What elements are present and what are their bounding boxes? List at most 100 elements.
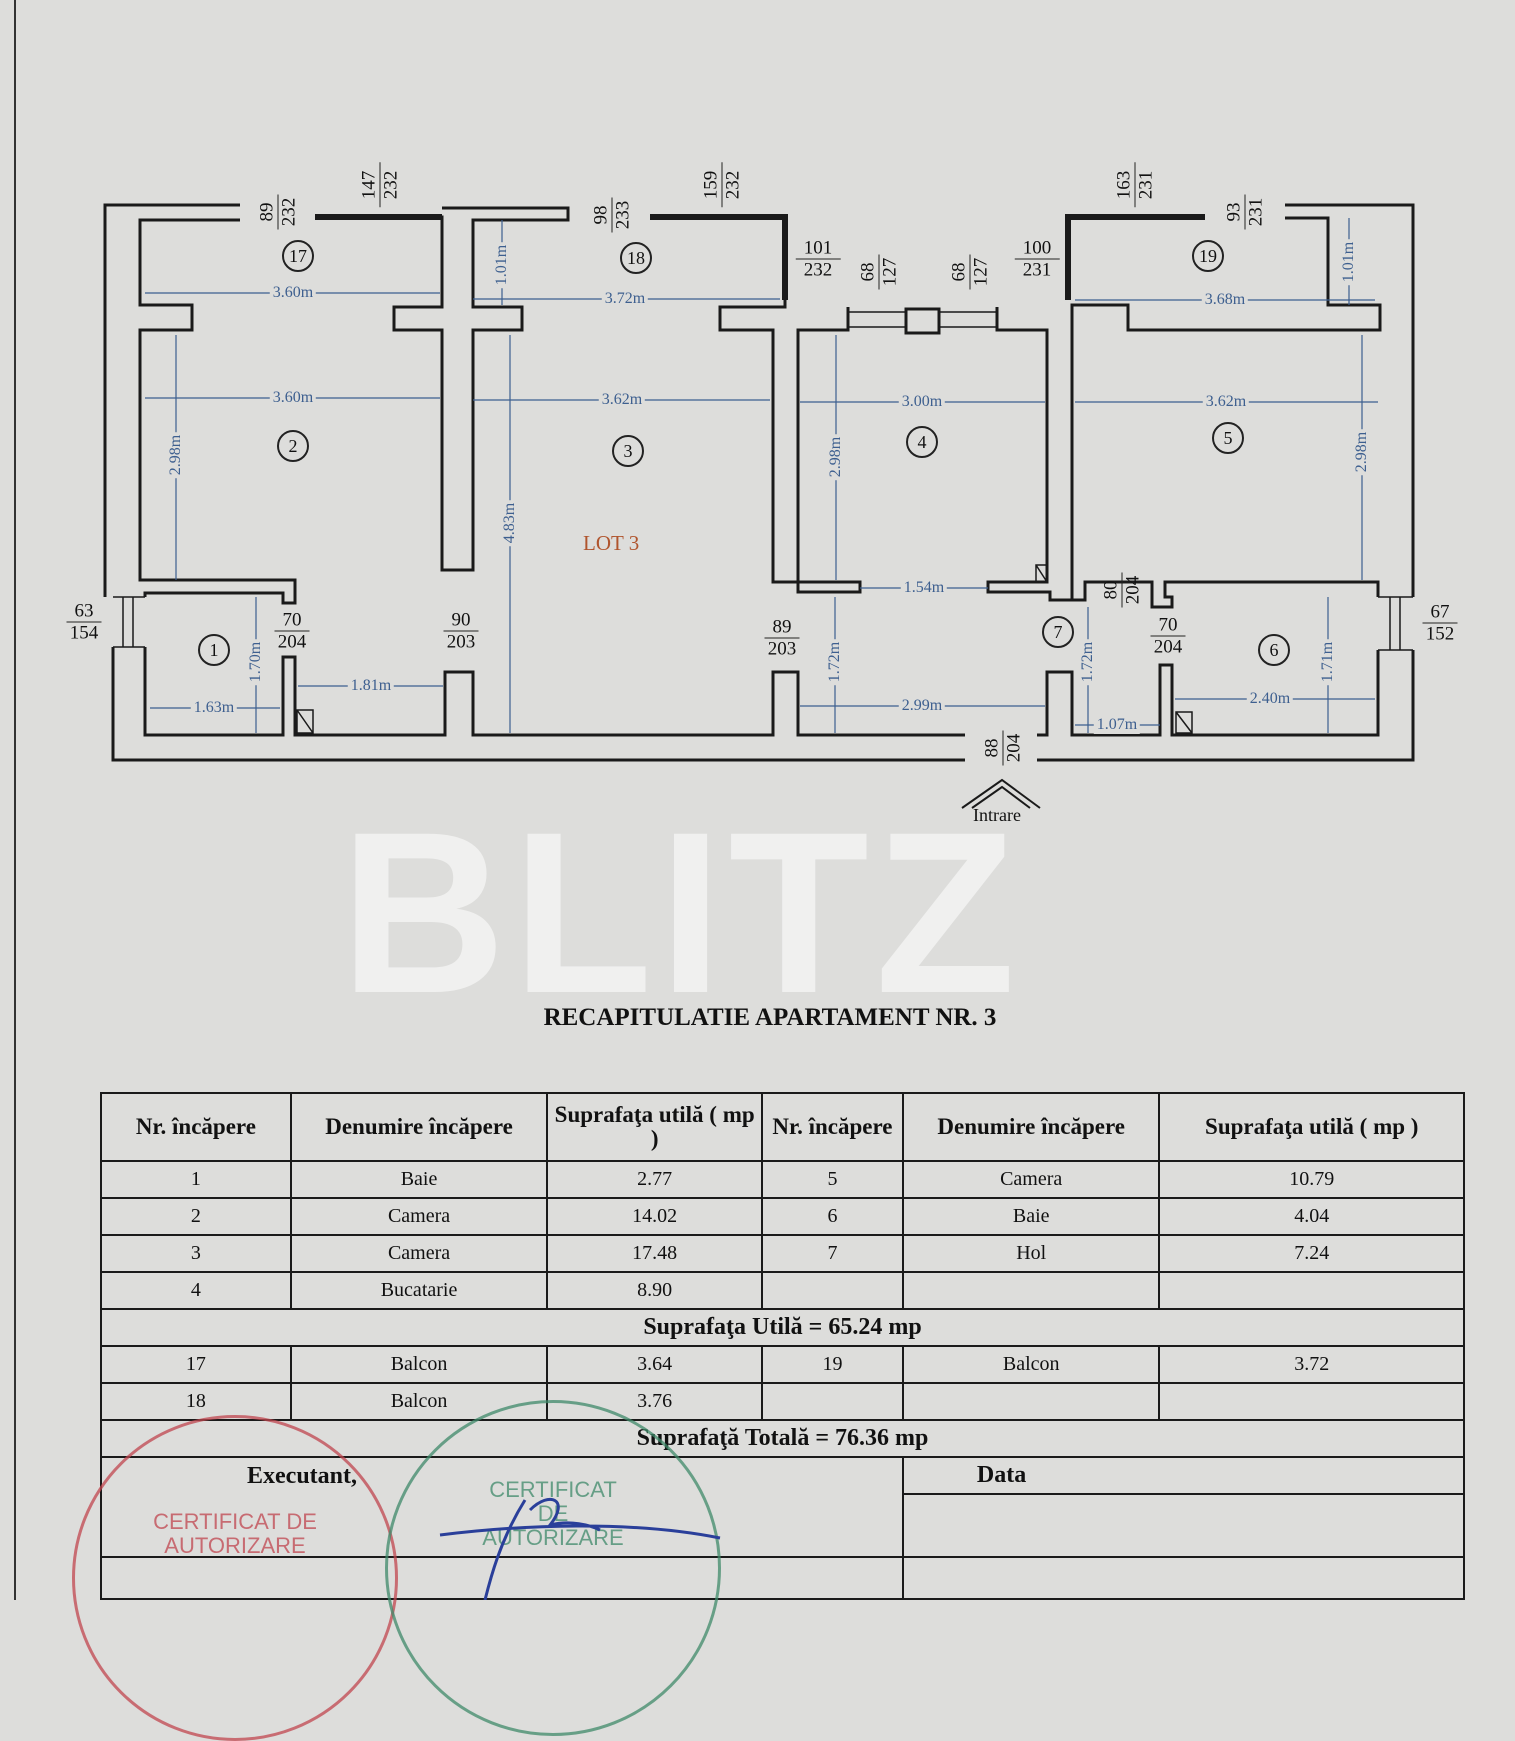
dimension-label: 2.99m: [898, 697, 946, 715]
room-marker: 7: [1042, 616, 1074, 648]
outer-wall: [103, 203, 1415, 762]
dimension-label: 1.81m: [347, 677, 395, 695]
dimension-label: 2.40m: [1246, 690, 1294, 708]
room-marker: 19: [1192, 240, 1224, 272]
table-cell: 1: [100, 1160, 292, 1199]
table-cell: 7.24: [1158, 1234, 1465, 1273]
dimension-label: 3.62m: [1202, 393, 1250, 411]
table-cell: Baie: [289, 1160, 549, 1199]
table-cell: Nr. încăpere: [100, 1092, 292, 1162]
dimension-label: 2.98m: [167, 431, 185, 479]
room-marker: 3: [612, 435, 644, 467]
table-cell: 5: [761, 1160, 904, 1199]
dimension-label: 1.72m: [826, 638, 844, 686]
dimension-label: 1.71m: [1319, 638, 1337, 686]
room-marker: 5: [1212, 422, 1244, 454]
inner-wall-left: [138, 218, 965, 737]
table-cell: 18: [100, 1382, 292, 1421]
room-marker: 4: [906, 426, 938, 458]
room-marker: 2: [277, 430, 309, 462]
table-cell: Denumire încăpere: [901, 1092, 1161, 1162]
table-cell: 8.90: [546, 1271, 764, 1310]
table-cell: [761, 1382, 904, 1421]
table-cell: [901, 1556, 1466, 1600]
table-cell: Suprafaţa utilă ( mp ): [1158, 1092, 1465, 1162]
table-cell: 3.64: [546, 1345, 764, 1384]
table-cell: [901, 1382, 1161, 1421]
table-cell: [1158, 1382, 1465, 1421]
watermark: BLITZ: [340, 784, 1022, 1041]
dimension-label: 3.00m: [898, 393, 946, 411]
table-cell: Camera: [289, 1197, 549, 1236]
dimension-label: 1.01m: [1340, 238, 1358, 286]
table-cell: 2.77: [546, 1160, 764, 1199]
dimension-label: 3.60m: [269, 389, 317, 407]
table-cell: 14.02: [546, 1197, 764, 1236]
dimension-label: 2.98m: [1353, 428, 1371, 476]
table-cell: Hol: [901, 1234, 1161, 1273]
table-cell: Baie: [901, 1197, 1161, 1236]
dimension-label: 1.70m: [247, 638, 265, 686]
room-marker: 6: [1258, 634, 1290, 666]
table-cell: [901, 1493, 1466, 1558]
table-cell: Bucatarie: [289, 1271, 549, 1310]
summary-title: RECAPITULATIE APARTAMENT NR. 3: [543, 1004, 997, 1031]
dimension-label: 1.07m: [1093, 716, 1141, 734]
dimension-label: 3.68m: [1201, 291, 1249, 309]
dimension-label: 1.72m: [1079, 638, 1097, 686]
table-cell: Camera: [901, 1160, 1161, 1199]
floor-plan: [103, 203, 1415, 809]
table-cell: Camera: [289, 1234, 549, 1273]
table-cell: 17.48: [546, 1234, 764, 1273]
table-cell: 4.04: [1158, 1197, 1465, 1236]
red-authorization-stamp: CERTIFICAT DE AUTORIZARE: [72, 1415, 398, 1741]
room-marker: 1: [198, 634, 230, 666]
dimension-label: 1.01m: [493, 241, 511, 289]
dimension-label: 4.83m: [501, 499, 519, 547]
wall-partition-3-4: [650, 215, 862, 594]
dimension-label: 3.72m: [601, 290, 649, 308]
dimension-label: 2.98m: [827, 433, 845, 481]
page-border: [14, 0, 16, 1600]
table-cell: Balcon: [289, 1345, 549, 1384]
table-cell: 17: [100, 1345, 292, 1384]
table-cell: [1158, 1271, 1465, 1310]
signature: [439, 1497, 721, 1600]
room-marker: 18: [620, 242, 652, 274]
table-cell: 2: [100, 1197, 292, 1236]
dimension-label: 3.62m: [598, 391, 646, 409]
dimension-label: 3.60m: [269, 284, 317, 302]
table-cell: [761, 1271, 904, 1310]
table-cell: Suprafaţa utilă ( mp ): [546, 1092, 764, 1162]
table-cell: Balcon: [901, 1345, 1161, 1384]
table-cell: Data: [901, 1456, 1466, 1495]
dimension-label: 1.54m: [900, 579, 948, 597]
lot-label: LOT 3: [583, 531, 640, 555]
table-cell: Nr. încăpere: [761, 1092, 904, 1162]
table-cell: 6: [761, 1197, 904, 1236]
table-cell: 3.72: [1158, 1345, 1465, 1384]
table-cell: 19: [761, 1345, 904, 1384]
table-cell: 3: [100, 1234, 292, 1273]
table-cell: 7: [761, 1234, 904, 1273]
